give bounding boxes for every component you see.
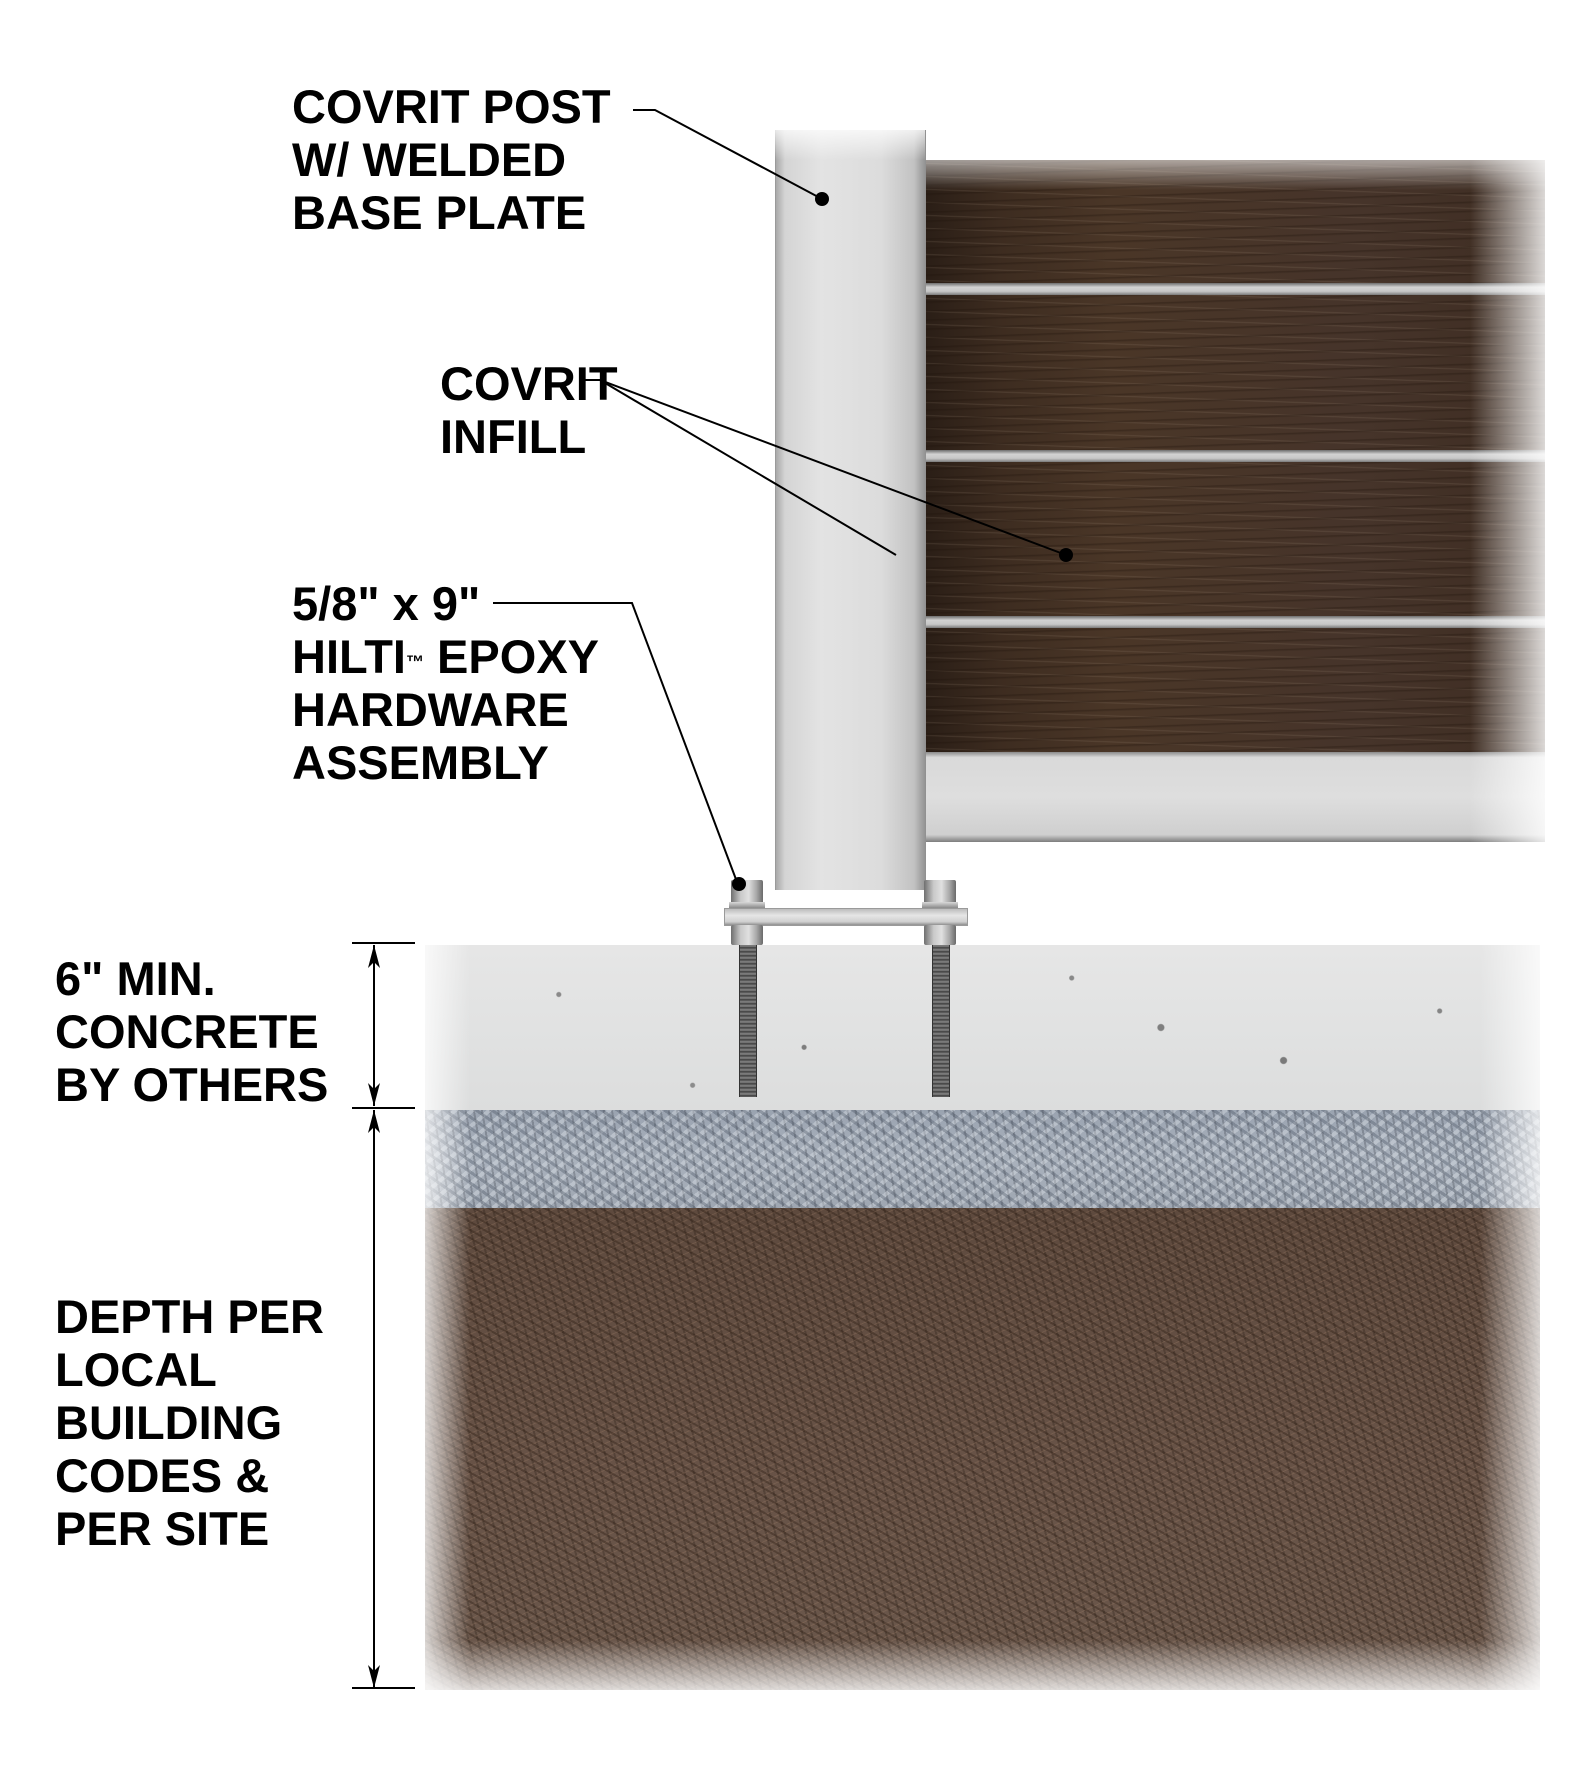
infill-rail-1 bbox=[925, 283, 1545, 295]
dimension-depth-line-3: BUILDING bbox=[55, 1396, 283, 1449]
concrete-dim-arrow-bottom bbox=[368, 1083, 380, 1106]
ground-bottom-fade bbox=[410, 1640, 1585, 1710]
infill-board-3 bbox=[925, 462, 1545, 616]
infill-right-fade bbox=[1470, 130, 1585, 860]
callout-hardware-line-3: HARDWARE bbox=[292, 683, 569, 736]
dimension-concrete-label: 6" MIN. CONCRETE BY OTHERS bbox=[55, 952, 328, 1111]
concrete-layer bbox=[425, 945, 1540, 1110]
washer-top-right bbox=[922, 902, 958, 908]
infill-board-2 bbox=[925, 295, 1545, 450]
infill-board-4 bbox=[925, 628, 1545, 752]
washer-top-left bbox=[729, 902, 765, 908]
bottom-rail bbox=[925, 752, 1545, 842]
callout-infill-label: COVRIT INFILL bbox=[440, 357, 618, 463]
callout-infill-line-1: COVRIT bbox=[440, 357, 618, 410]
base-plate bbox=[724, 908, 968, 926]
dimension-depth-line-1: DEPTH PER bbox=[55, 1290, 324, 1343]
nut-bottom-left bbox=[731, 925, 763, 945]
hardware-leader-line bbox=[493, 602, 738, 883]
dimension-depth-line-2: LOCAL bbox=[55, 1343, 217, 1396]
nut-bottom-right bbox=[924, 925, 956, 945]
callout-post-line-2: W/ WELDED bbox=[292, 133, 567, 186]
ground-left-fade bbox=[410, 945, 470, 1705]
callout-post-label: COVRIT POST W/ WELDED BASE PLATE bbox=[292, 80, 611, 239]
callout-post-line-3: BASE PLATE bbox=[292, 186, 587, 239]
callout-infill-line-2: INFILL bbox=[440, 410, 587, 463]
infill-rail-3 bbox=[925, 616, 1545, 628]
covrit-post bbox=[775, 130, 926, 890]
dimension-concrete-line-2: CONCRETE bbox=[55, 1005, 319, 1058]
anchor-rod-right bbox=[932, 940, 950, 1097]
post-top-fade bbox=[775, 120, 925, 160]
callout-hardware-line-4: ASSEMBLY bbox=[292, 736, 549, 789]
callout-hardware-label: 5/8" x 9" HILTI™ EPOXY HARDWARE ASSEMBLY bbox=[292, 577, 599, 789]
soil-layer bbox=[425, 1208, 1540, 1690]
trademark-symbol: ™ bbox=[406, 652, 424, 672]
infill-rail-2 bbox=[925, 450, 1545, 462]
depth-dim-arrow-bottom bbox=[368, 1665, 380, 1688]
gravel-layer bbox=[425, 1110, 1540, 1208]
callout-hardware-line-2: HILTI™ EPOXY bbox=[292, 630, 599, 683]
post-leader-dot bbox=[815, 192, 829, 206]
hilti-text: HILTI bbox=[292, 630, 406, 683]
concrete-dim-arrow-top bbox=[368, 945, 380, 968]
dimension-concrete-line-3: BY OTHERS bbox=[55, 1058, 329, 1111]
callout-hardware-line-1: 5/8" x 9" bbox=[292, 577, 481, 630]
epoxy-text: EPOXY bbox=[424, 630, 600, 683]
depth-dim-arrow-top bbox=[368, 1110, 380, 1133]
dimension-depth-line-4: CODES & bbox=[55, 1449, 270, 1502]
dimension-depth-line-5: PER SITE bbox=[55, 1502, 270, 1555]
callout-post-line-1: COVRIT POST bbox=[292, 80, 611, 133]
infill-leader-line bbox=[585, 379, 897, 556]
ground-right-fade bbox=[1480, 945, 1585, 1705]
covrit-infill-panel bbox=[925, 160, 1545, 752]
hardware-leader-dot bbox=[732, 877, 746, 891]
dimension-depth-label: DEPTH PER LOCAL BUILDING CODES & PER SIT… bbox=[55, 1290, 324, 1555]
dimension-concrete-line-1: 6" MIN. bbox=[55, 952, 216, 1005]
nut-top-right bbox=[924, 880, 956, 906]
anchor-rod-left bbox=[739, 940, 757, 1097]
post-leader-line bbox=[633, 109, 823, 200]
